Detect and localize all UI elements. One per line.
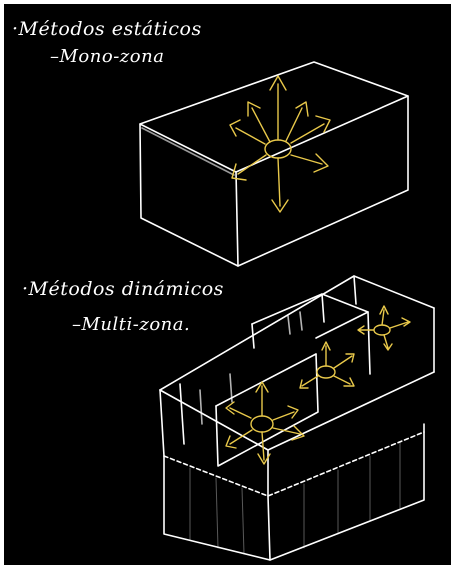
multi-zone-box-icon [4,4,451,565]
sketch-board: ·Métodos estáticos –Mono-zona ·Métodos d… [4,4,451,565]
